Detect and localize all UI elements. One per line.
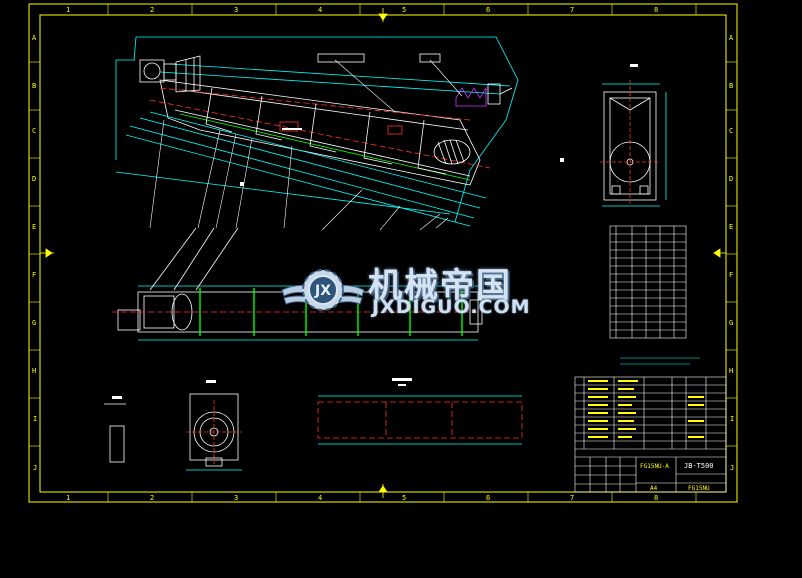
product-code: FG15NU: [688, 485, 710, 492]
col-label-top: 8: [654, 6, 658, 14]
revision-table-text: [588, 380, 704, 438]
drawing-frame: [28, 3, 738, 503]
parts-list-table: [609, 225, 700, 365]
row-label-right: G: [729, 319, 733, 327]
col-label-bottom: 6: [486, 494, 490, 502]
sheet-scale: A4: [650, 485, 658, 492]
col-label-bottom: 4: [318, 494, 322, 502]
row-label-left: B: [32, 82, 36, 90]
column-zone-labels: 1 2 3 4 5 6 7 8 1 2 3 4 5 6 7 8: [66, 6, 658, 502]
title-block-text: FG15NU-A JB-T500 FG15NU A4: [640, 462, 714, 492]
row-label-left: D: [32, 175, 36, 183]
col-label-top: 1: [66, 6, 70, 14]
col-label-top: 4: [318, 6, 322, 14]
tube-layout-view: [317, 378, 523, 445]
row-label-right: E: [729, 223, 733, 231]
row-label-left: G: [32, 319, 36, 327]
watermark: JX 机械帝国 JXDIGUO.COM: [280, 258, 550, 328]
col-label-bottom: 7: [570, 494, 574, 502]
col-label-top: 3: [234, 6, 238, 14]
row-label-right: D: [729, 175, 733, 183]
col-label-bottom: 8: [654, 494, 658, 502]
centering-marks: [40, 8, 726, 498]
col-label-top: 5: [402, 6, 406, 14]
row-label-left: J: [33, 464, 37, 472]
col-label-bottom: 5: [402, 494, 406, 502]
row-label-left: F: [32, 271, 36, 279]
detail-view-small: [104, 396, 126, 463]
row-zone-labels: A B C D E F G H I J A B C D E F G H I J: [32, 34, 734, 472]
row-label-left: I: [33, 415, 37, 423]
section-view-circular: [186, 380, 242, 471]
watermark-brand-cn: 机械帝国: [368, 266, 512, 306]
drawing-number: JB-T500: [684, 462, 714, 470]
watermark-brand-en: JXDIGUO.COM: [372, 296, 531, 318]
col-label-bottom: 2: [150, 494, 154, 502]
col-label-top: 6: [486, 6, 490, 14]
col-label-bottom: 1: [66, 494, 70, 502]
main-elevation-view: [115, 36, 564, 231]
row-label-right: B: [729, 82, 733, 90]
row-label-left: A: [32, 34, 37, 42]
zone-ticks: [29, 4, 737, 502]
title-block: [574, 376, 727, 493]
end-view: [600, 64, 667, 207]
col-label-bottom: 3: [234, 494, 238, 502]
logo-text: JX: [314, 283, 331, 299]
col-label-top: 7: [570, 6, 574, 14]
row-label-left: H: [32, 367, 36, 375]
row-label-left: E: [32, 223, 36, 231]
row-label-right: J: [730, 464, 734, 472]
row-label-right: I: [730, 415, 734, 423]
row-label-right: F: [729, 271, 733, 279]
row-label-left: C: [32, 127, 36, 135]
col-label-top: 2: [150, 6, 154, 14]
gear-wing-logo-icon: JX: [281, 269, 365, 311]
row-label-right: C: [729, 127, 733, 135]
row-label-right: H: [729, 367, 733, 375]
row-label-right: A: [729, 34, 734, 42]
title-text: FG15NU-A: [640, 463, 669, 470]
